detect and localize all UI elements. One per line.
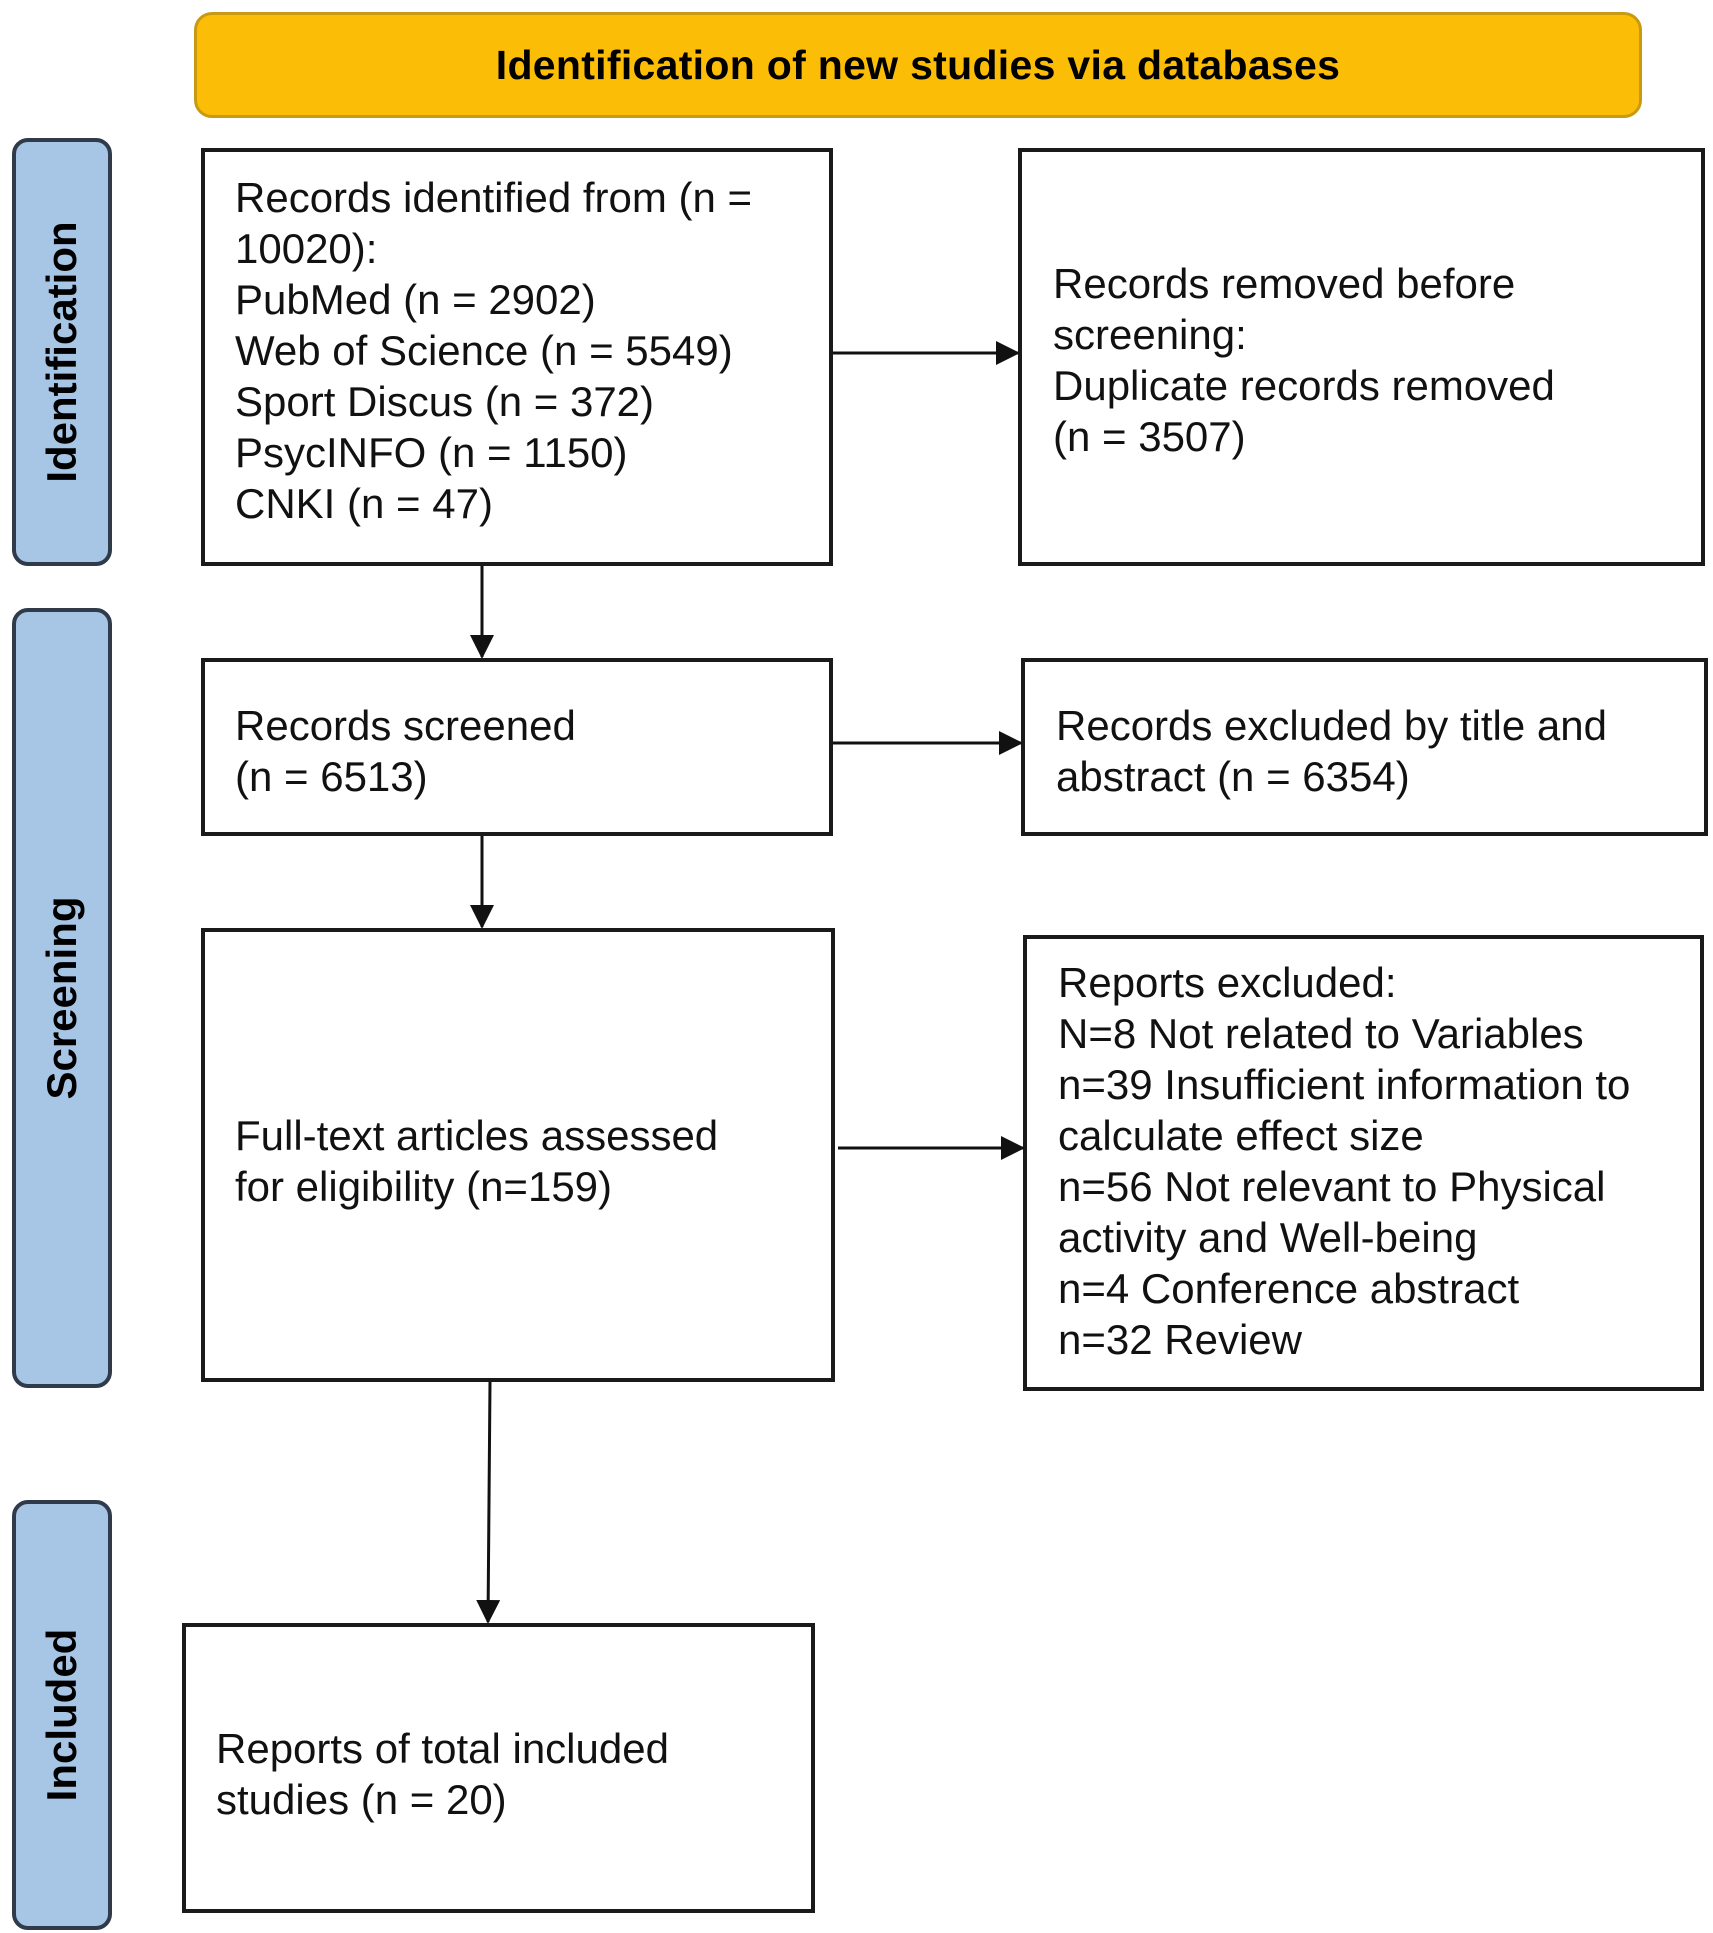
full-text-line: Full-text articles assessed xyxy=(235,1112,719,1159)
exclusion-reason: N=8 Not related to Variables xyxy=(1058,1010,1584,1057)
exclusion-reason: n=56 Not relevant to Physical xyxy=(1058,1163,1606,1210)
records-screened-line: Records screened xyxy=(235,702,576,749)
records-removed-count: (n = 3507) xyxy=(1053,413,1246,460)
records-removed-line: Duplicate records removed xyxy=(1053,362,1555,409)
source-sport-discus: Sport Discus (n = 372) xyxy=(235,378,655,425)
exclusion-reason: n=32 Review xyxy=(1058,1316,1302,1363)
records-excluded-line: Records excluded by title and xyxy=(1056,702,1607,749)
flow-header: Identification of new studies via databa… xyxy=(194,12,1642,118)
records-identified-line: 10020): xyxy=(235,225,378,272)
records-screened-box: Records screened (n = 6513) xyxy=(201,658,833,836)
exclusion-reason: n=39 Insufficient information to xyxy=(1058,1061,1631,1108)
phase-identification: Identification xyxy=(12,138,112,566)
exclusion-reason: n=4 Conference abstract xyxy=(1058,1265,1520,1312)
records-screened-count: (n = 6513) xyxy=(235,753,428,800)
phase-screening: Screening xyxy=(12,608,112,1388)
reports-excluded-heading: Reports excluded: xyxy=(1058,959,1397,1006)
reports-excluded-box: Reports excluded: N=8 Not related to Var… xyxy=(1023,935,1704,1391)
records-excluded-box: Records excluded by title and abstract (… xyxy=(1021,658,1708,836)
records-identified-line: Records identified from (n = xyxy=(235,174,753,221)
full-text-count: for eligibility (n=159) xyxy=(235,1163,613,1210)
phase-included: Included xyxy=(12,1500,112,1930)
records-excluded-count: abstract (n = 6354) xyxy=(1056,753,1410,800)
exclusion-reason: activity and Well-being xyxy=(1058,1214,1478,1261)
included-studies-box: Reports of total included studies (n = 2… xyxy=(182,1623,815,1913)
source-web-of-science: Web of Science (n = 5549) xyxy=(235,327,733,374)
included-studies-count: studies (n = 20) xyxy=(216,1776,507,1823)
arrow-full-text-to-included xyxy=(476,1381,501,1624)
full-text-box: Full-text articles assessed for eligibil… xyxy=(201,928,835,1382)
records-removed-line: Records removed before xyxy=(1053,260,1516,307)
records-removed-line: screening: xyxy=(1053,311,1247,358)
records-removed-box: Records removed before screening: Duplic… xyxy=(1018,148,1705,566)
included-studies-line: Reports of total included xyxy=(216,1725,669,1772)
records-identified-box: Records identified from (n = 10020): Pub… xyxy=(201,148,833,566)
source-pubmed: PubMed (n = 2902) xyxy=(235,276,596,323)
source-psycinfo: PsycINFO (n = 1150) xyxy=(235,429,628,476)
source-cnki: CNKI (n = 47) xyxy=(235,480,493,527)
header-title: Identification of new studies via databa… xyxy=(495,41,1341,88)
exclusion-reason: calculate effect size xyxy=(1058,1112,1424,1159)
